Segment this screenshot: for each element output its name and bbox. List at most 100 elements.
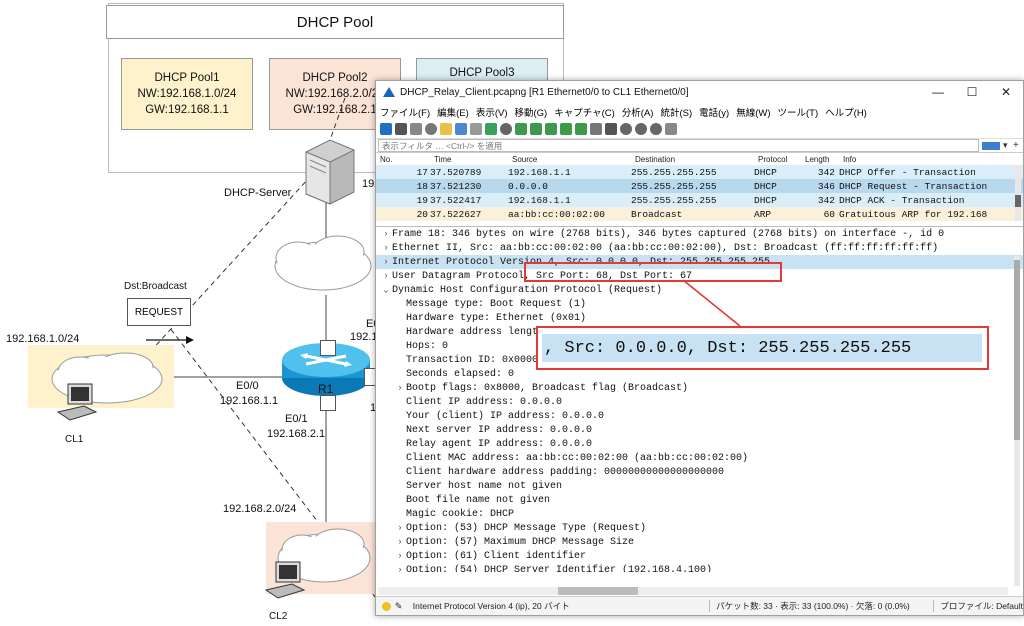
detail-text: Hardware address length: 6 [406, 326, 563, 338]
detail-line[interactable]: Server host name not given [376, 479, 1023, 493]
detail-line[interactable]: ›Frame 18: 346 bytes on wire (2768 bits)… [376, 227, 1023, 241]
resize-columns-icon[interactable] [665, 123, 677, 135]
close-file-icon[interactable] [470, 123, 482, 135]
detail-line[interactable]: ›Option: (53) DHCP Message Type (Request… [376, 521, 1023, 535]
detail-line[interactable]: Seconds elapsed: 0 [376, 367, 1023, 381]
go-to-packet-icon[interactable] [545, 123, 557, 135]
col-length[interactable]: Length [805, 154, 830, 164]
detail-text: Bootp flags: 0x8000, Broadcast flag (Bro… [406, 382, 689, 394]
menu-item-4[interactable]: キャプチャ(C) [554, 107, 615, 119]
detail-line[interactable]: ›Option: (61) Client identifier [376, 549, 1023, 563]
menu-item-7[interactable]: 電話(y) [699, 107, 730, 119]
detail-line[interactable]: Boot file name not given [376, 493, 1023, 507]
detail-line[interactable]: ›Ethernet II, Src: aa:bb:cc:00:02:00 (aa… [376, 241, 1023, 255]
status-field-info: Internet Protocol Version 4 (ip), 20 バイト [412, 601, 570, 611]
dhcp-server-label: DHCP-Server [224, 187, 292, 199]
detail-expander-icon[interactable]: › [383, 229, 389, 239]
detail-expander-icon[interactable]: › [383, 271, 389, 281]
zoom-reset-icon[interactable] [650, 123, 662, 135]
detail-expander-icon[interactable]: › [383, 257, 389, 267]
detail-line[interactable]: Transaction ID: 0x0000 [376, 353, 1023, 367]
detail-expander-icon[interactable]: › [397, 537, 403, 547]
detail-line[interactable]: Hardware address length: 6 [376, 325, 1023, 339]
restart-capture-icon[interactable] [410, 123, 422, 135]
col-no[interactable]: No. [380, 154, 393, 164]
autoscroll-icon[interactable] [590, 123, 602, 135]
detail-line[interactable]: Client IP address: 0.0.0.0 [376, 395, 1023, 409]
detail-line[interactable]: Client MAC address: aa:bb:cc:00:02:00 (a… [376, 451, 1023, 465]
capture-options-icon[interactable] [425, 123, 437, 135]
menu-item-8[interactable]: 無線(W) [736, 107, 771, 119]
detail-expander-icon[interactable]: › [397, 383, 403, 393]
detail-expander-icon[interactable]: › [397, 565, 403, 572]
edit-comment-icon[interactable]: ✎ [394, 600, 403, 611]
menu-item-3[interactable]: 移動(G) [514, 107, 548, 119]
detail-line[interactable]: ›User Datagram Protocol, Src Port: 68, D… [376, 269, 1023, 283]
detail-line[interactable]: Hardware type: Ethernet (0x01) [376, 311, 1023, 325]
dhcp-pool2-box: DHCP Pool2 NW:192.168.2.0/24 GW:192.168.… [269, 58, 401, 130]
colorize-icon[interactable] [605, 123, 617, 135]
details-hscrollbar[interactable] [378, 587, 1008, 595]
detail-line[interactable]: Relay agent IP address: 0.0.0.0 [376, 437, 1023, 451]
col-protocol[interactable]: Protocol [758, 154, 788, 164]
scrollbar-thumb[interactable] [1015, 195, 1021, 207]
detail-line[interactable]: ›Option: (57) Maximum DHCP Message Size [376, 535, 1023, 549]
packet-list-scrollbar[interactable] [1015, 165, 1021, 221]
display-filter-input[interactable]: 表示フィルタ … <Ctrl-/> を適用 [378, 139, 979, 152]
menu-item-5[interactable]: 分析(A) [621, 107, 654, 119]
zoom-in-icon[interactable] [620, 123, 632, 135]
minimize-button[interactable]: — [932, 85, 944, 99]
detail-expander-icon[interactable]: › [397, 551, 403, 561]
close-button[interactable]: ✕ [1000, 85, 1012, 99]
zoom-out-icon[interactable] [635, 123, 647, 135]
detail-expander-icon[interactable]: › [383, 243, 389, 253]
detail-line[interactable]: ⌄Dynamic Host Configuration Protocol (Re… [376, 283, 1023, 297]
open-file-icon[interactable] [440, 123, 452, 135]
maximize-button[interactable]: ☐ [966, 85, 978, 99]
detail-line[interactable]: Magic cookie: DHCP [376, 507, 1023, 521]
detail-expander-icon[interactable]: › [397, 523, 403, 533]
menu-item-6[interactable]: 統計(S) [660, 107, 693, 119]
find-packet-icon[interactable] [500, 123, 512, 135]
detail-line[interactable]: Client hardware address padding: 0000000… [376, 465, 1023, 479]
col-time[interactable]: Time [434, 154, 452, 164]
status-profile[interactable]: プロファイル: Default [933, 600, 1023, 612]
details-scrollbar-thumb[interactable] [1014, 260, 1020, 440]
detail-line[interactable]: ›Option: (54) DHCP Server Identifier (19… [376, 563, 1023, 573]
first-packet-icon[interactable] [560, 123, 572, 135]
detail-line[interactable]: ›Bootp flags: 0x8000, Broadcast flag (Br… [376, 381, 1023, 395]
save-file-icon[interactable] [455, 123, 467, 135]
expert-info-icon[interactable] [382, 601, 391, 611]
go-forward-icon[interactable] [530, 123, 542, 135]
menu-item-1[interactable]: 編集(E) [437, 107, 469, 119]
detail-line[interactable]: Message type: Boot Request (1) [376, 297, 1023, 311]
detail-text: Frame 18: 346 bytes on wire (2768 bits),… [392, 228, 945, 240]
details-hscrollbar-thumb[interactable] [558, 587, 638, 595]
zoomed-callout-text: , Src: 0.0.0.0, Dst: 255.255.255.255 [542, 334, 982, 362]
detail-text: Boot file name not given [406, 494, 551, 506]
col-info[interactable]: Info [843, 154, 857, 164]
detail-line[interactable]: Next server IP address: 0.0.0.0 [376, 423, 1023, 437]
col-source[interactable]: Source [512, 154, 538, 164]
menu-item-2[interactable]: 表示(V) [475, 107, 508, 119]
start-capture-icon[interactable] [380, 123, 392, 135]
reload-icon[interactable] [485, 123, 497, 135]
last-packet-icon[interactable] [575, 123, 587, 135]
detail-line[interactable]: Hops: 0 [376, 339, 1023, 353]
filter-apply-icon[interactable] [982, 141, 1000, 150]
detail-expander-icon[interactable]: ⌄ [383, 285, 389, 295]
filter-dropdown-icon[interactable]: ▾ [1003, 140, 1008, 150]
menu-item-0[interactable]: ファイル(F) [380, 107, 431, 119]
filter-add-icon[interactable]: + [1013, 140, 1019, 151]
detail-line[interactable]: Your (client) IP address: 0.0.0.0 [376, 409, 1023, 423]
menu-item-10[interactable]: ヘルプ(H) [825, 107, 867, 119]
col-destination[interactable]: Destination [635, 154, 676, 164]
menu-item-9[interactable]: ツール(T) [777, 107, 819, 119]
details-scrollbar[interactable] [1014, 256, 1020, 586]
go-back-icon[interactable] [515, 123, 527, 135]
stop-capture-icon[interactable] [395, 123, 407, 135]
